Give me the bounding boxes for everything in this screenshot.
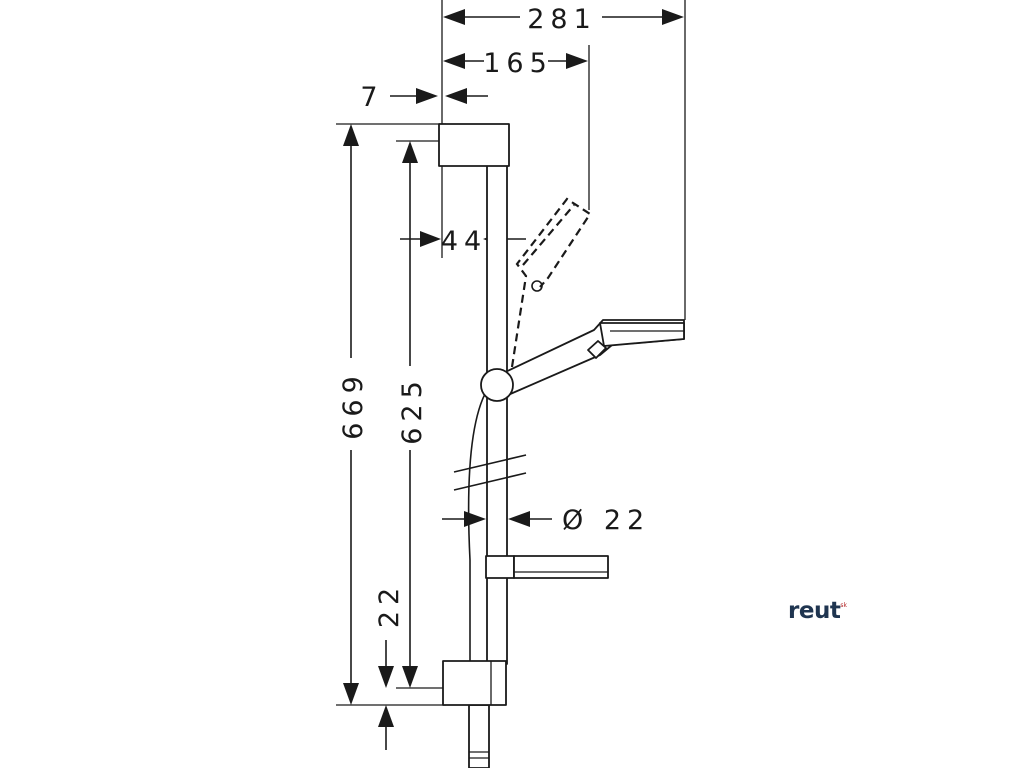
dim-label-165: 165: [483, 48, 553, 79]
soap-dish: [485, 555, 609, 579]
break-lines: [453, 454, 527, 491]
brand-logo: reutsk: [788, 598, 847, 624]
dimension-625: 625: [397, 141, 428, 688]
shower-rail: [486, 163, 508, 665]
dimension-diameter-22: Ø 22: [442, 505, 650, 536]
dim-label-7: 7: [360, 82, 383, 113]
dim-label-44: 44: [441, 226, 487, 257]
shower-holder: [480, 368, 514, 402]
dim-label-281: 281: [527, 4, 597, 35]
dim-label-625: 625: [397, 375, 428, 445]
dimension-281: 281: [443, 4, 684, 35]
top-wall-bracket: [438, 123, 510, 167]
hand-shower: [496, 319, 685, 396]
dim-label-diameter-22: Ø 22: [562, 505, 650, 536]
dim-label-22-vertical: 22: [374, 582, 405, 628]
dim-label-669: 669: [338, 370, 369, 440]
hand-shower-alternate-position: [510, 197, 592, 368]
dimension-669: 669: [338, 124, 369, 705]
bottom-wall-bracket: [442, 660, 507, 706]
hose: [467, 389, 490, 768]
dimension-22-vertical: 22: [374, 582, 405, 750]
dimension-7: 7: [360, 82, 488, 113]
brand-suffix: sk: [840, 602, 847, 609]
dimension-165: 165: [443, 48, 588, 79]
brand-text: reut: [788, 598, 841, 624]
